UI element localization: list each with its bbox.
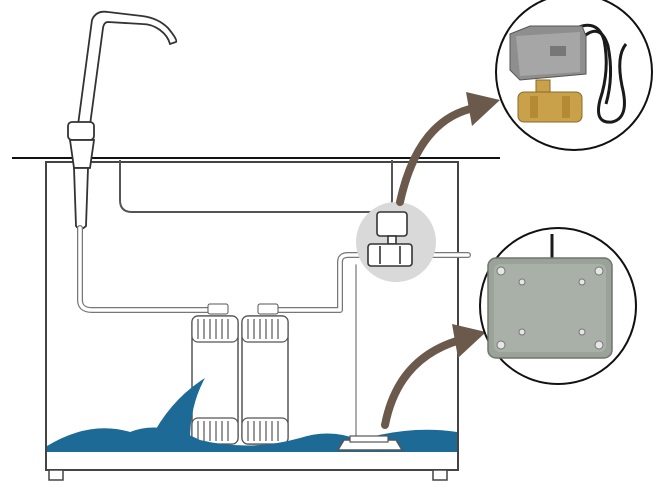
filter-cartridge-icon [241,303,289,445]
faucet-icon [67,10,178,230]
cabinet-foot-right [432,469,448,481]
motorized-ball-valve-icon [367,211,413,267]
sink-basin [119,160,393,213]
cabinet [45,161,459,481]
sensor-photo-callout [479,227,637,385]
motorized-ball-valve-photo [509,23,628,124]
filter-cartridges [191,303,289,445]
arrow-to-sensor-photo [381,324,486,429]
arrow-to-valve-photo [396,92,500,206]
leak-sensor-photo [487,234,613,359]
leak-sensor-icon [336,435,404,451]
water-pipes [77,225,471,441]
filter-cartridge-icon [191,303,239,445]
valve-photo-callout [495,0,653,151]
cabinet-foot-left [48,469,64,481]
